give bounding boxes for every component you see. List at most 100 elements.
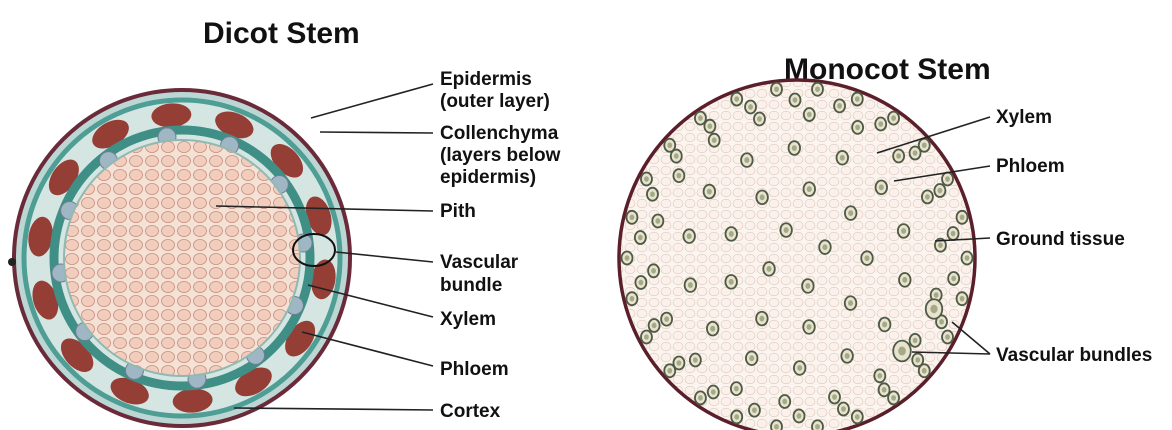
label-pith: Pith bbox=[440, 201, 476, 222]
dicot-stem-section: Dicot Stem Epidermis (outer layer) Coll bbox=[8, 17, 561, 426]
monocot-bundle-core bbox=[945, 334, 950, 340]
monocot-bundle-core bbox=[922, 142, 927, 148]
label-epidermis: Epidermis bbox=[440, 69, 532, 90]
monocot-bundle-core bbox=[898, 347, 906, 356]
monocot-bundle-core bbox=[744, 157, 749, 163]
monocot-bundle-core bbox=[639, 280, 644, 286]
monocot-bundle-core bbox=[710, 326, 715, 332]
monocot-bundle-core bbox=[848, 300, 853, 306]
monocot-bundle-core bbox=[891, 115, 896, 121]
monocot-bundle-core bbox=[815, 424, 820, 430]
monocot-bundle-core bbox=[939, 319, 944, 325]
monocot-cross-section bbox=[619, 80, 975, 430]
monocot-bundle-core bbox=[698, 395, 703, 401]
monocot-bundle-core bbox=[655, 218, 660, 224]
label-vascular-2: bundle bbox=[440, 275, 502, 296]
monocot-bundle-core bbox=[667, 368, 672, 374]
monocot-bundle-core bbox=[782, 399, 787, 405]
monocot-bundle-core bbox=[960, 296, 965, 302]
monocot-bundle-core bbox=[882, 322, 887, 328]
label-mono-phloem: Phloem bbox=[996, 156, 1065, 177]
monocot-bundle-core bbox=[815, 86, 820, 92]
monocot-bundle-core bbox=[729, 279, 734, 285]
monocot-bundle-core bbox=[774, 424, 779, 430]
monocot-bundle-core bbox=[807, 186, 812, 192]
monocot-bundle-core bbox=[965, 255, 970, 261]
monocot-bundle-core bbox=[840, 155, 845, 161]
monocot-bundle-core bbox=[630, 215, 635, 221]
monocot-bundle-core bbox=[922, 368, 927, 374]
label-vascular: Vascular bbox=[440, 252, 519, 273]
monocot-bundle-core bbox=[938, 242, 943, 248]
label-mono-vascular: Vascular bundles bbox=[996, 345, 1152, 366]
leader-cortex bbox=[234, 408, 433, 410]
monocot-bundle-core bbox=[674, 153, 679, 159]
monocot-bundle-core bbox=[797, 365, 802, 371]
dicot-cross-section bbox=[8, 90, 350, 426]
monocot-bundle-core bbox=[951, 276, 956, 282]
monocot-bundle-core bbox=[845, 353, 850, 359]
monocot-bundle-core bbox=[832, 394, 837, 400]
monocot-bundle-core bbox=[757, 116, 762, 122]
leader-epidermis bbox=[311, 84, 433, 118]
monocot-bundle-core bbox=[878, 121, 883, 127]
monocot-bundle-core bbox=[759, 316, 764, 322]
monocot-bundle-core bbox=[841, 406, 846, 412]
monocot-bundle-core bbox=[925, 194, 930, 200]
monocot-bundle-core bbox=[913, 338, 918, 344]
monocot-bundle-core bbox=[688, 282, 693, 288]
monocot-bundle-core bbox=[651, 268, 656, 274]
monocot-bundle-core bbox=[822, 244, 827, 250]
monocot-bundle-core bbox=[676, 173, 681, 179]
monocot-bundle-core bbox=[752, 407, 757, 413]
monocot-bundle-core bbox=[784, 227, 789, 233]
monocot-bundle-core bbox=[837, 103, 842, 109]
monocot-bundle-core bbox=[945, 176, 950, 182]
monocot-bundle-core bbox=[698, 115, 703, 121]
dicot-edge-dot bbox=[8, 258, 16, 266]
monocot-bundle-core bbox=[748, 104, 753, 110]
monocot-bundle-core bbox=[734, 414, 739, 420]
monocot-bundle-core bbox=[687, 233, 692, 239]
monocot-bundle-core bbox=[797, 413, 802, 419]
dicot-pith bbox=[64, 140, 300, 376]
monocot-bundle-core bbox=[677, 360, 682, 366]
monocot-bundle-core bbox=[902, 277, 907, 283]
monocot-bundle-core bbox=[644, 334, 649, 340]
monocot-bundle-core bbox=[913, 150, 918, 156]
monocot-bundle-core bbox=[848, 210, 853, 216]
label-phloem: Phloem bbox=[440, 359, 509, 380]
monocot-bundle-core bbox=[930, 305, 937, 313]
monocot-bundle-core bbox=[749, 355, 754, 361]
monocot-bundle-core bbox=[667, 142, 672, 148]
monocot-bundle-core bbox=[937, 188, 942, 194]
monocot-bundle-core bbox=[711, 389, 716, 395]
monocot-bundle-core bbox=[760, 194, 765, 200]
monocot-bundle-core bbox=[951, 231, 956, 237]
monocot-bundle-core bbox=[638, 235, 643, 241]
monocot-bundle-core bbox=[693, 357, 698, 363]
monocot-bundle-core bbox=[707, 123, 712, 129]
monocot-bundle-core bbox=[793, 97, 798, 103]
label-epidermis-note: (outer layer) bbox=[440, 91, 550, 112]
label-xylem: Xylem bbox=[440, 309, 496, 330]
monocot-bundle-core bbox=[877, 373, 882, 379]
monocot-bundle-core bbox=[855, 414, 860, 420]
monocot-stem-section: Monocot Stem Xylem Phloem Ground tissue … bbox=[619, 53, 1152, 430]
monocot-bundle-core bbox=[855, 96, 860, 102]
monocot-bundle-core bbox=[891, 395, 896, 401]
monocot-bundle-core bbox=[734, 96, 739, 102]
monocot-bundle-core bbox=[664, 316, 669, 322]
monocot-bundle-core bbox=[644, 176, 649, 182]
label-cortex: Cortex bbox=[440, 401, 501, 422]
monocot-bundle-core bbox=[805, 283, 810, 289]
dicot-title: Dicot Stem bbox=[203, 17, 360, 50]
monocot-bundle-core bbox=[630, 296, 635, 302]
monocot-bundle-core bbox=[879, 184, 884, 190]
monocot-ground-tissue bbox=[619, 80, 975, 430]
label-mono-ground: Ground tissue bbox=[996, 229, 1125, 250]
monocot-bundle-core bbox=[960, 215, 965, 221]
monocot-bundle-core bbox=[807, 112, 812, 118]
monocot-bundle-core bbox=[807, 324, 812, 330]
